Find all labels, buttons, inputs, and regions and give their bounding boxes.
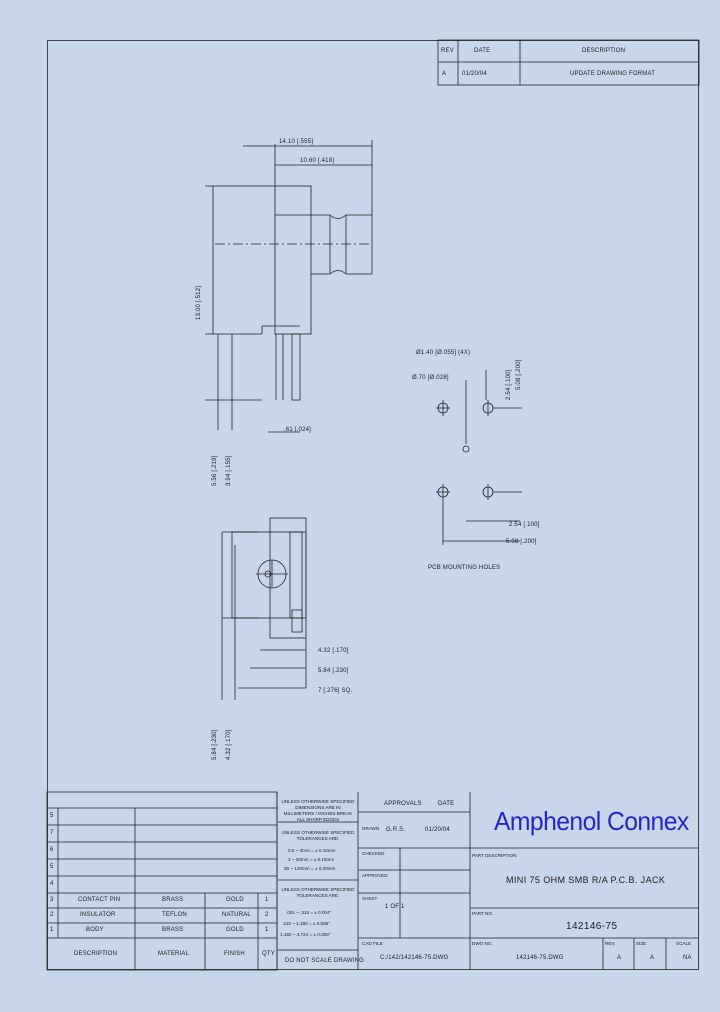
dim-front-2: 5.84 [.230] xyxy=(318,668,349,674)
bom-qty: 2 xyxy=(265,912,269,918)
size-label: SIZE xyxy=(636,941,647,946)
notes-metric-line: 0.5 ~ 3mm = ± 0.10mm xyxy=(288,848,336,853)
scale-value: NA xyxy=(683,955,692,961)
dim-hole-dia-1: Ø1.40 [Ø.055] (4X) xyxy=(416,350,471,356)
bom-qty: 1 xyxy=(265,897,269,903)
checked-label: CHECKED xyxy=(362,851,385,856)
bom-item: 3 xyxy=(50,897,54,903)
bom-header-description: DESCRIPTION xyxy=(74,951,118,957)
rev-date: 01/20/04 xyxy=(462,71,487,77)
rev-header: REV xyxy=(441,48,454,54)
part-description: MINI 75 OHM SMB R/A P.C.B. JACK xyxy=(506,875,666,885)
bom-header-qty: QTY xyxy=(262,951,275,957)
dwg-no: 142146-75.DWG xyxy=(516,955,564,961)
approvals-header: APPROVALS xyxy=(384,801,422,807)
dim-height: 13.00 [.512] xyxy=(196,285,202,320)
bom-item: 5 xyxy=(50,864,54,870)
sheet-value: 1 OF 1 xyxy=(385,904,405,910)
bom-description: BODY xyxy=(86,927,104,933)
bom-item: 7 xyxy=(50,830,54,836)
dim-hole-h1: 2.54 [.100] xyxy=(509,522,540,528)
bom-finish: GOLD xyxy=(226,897,244,903)
dim-front-1: 4.32 [.170] xyxy=(318,648,349,654)
drawn-date: 01/20/04 xyxy=(425,827,450,833)
bom-item: 1 xyxy=(50,927,54,933)
bom-material: BRASS xyxy=(162,897,184,903)
bom-finish: NATURAL xyxy=(222,912,251,918)
dim-hole-dia-2: Ø.70 [Ø.028] xyxy=(412,375,449,381)
bom-description: CONTACT PIN xyxy=(78,897,121,903)
bom-header-material: MATERIAL xyxy=(158,951,190,957)
notes-metric-title: UNLESS OTHERWISE SPECIFIED TOLERANCES AR… xyxy=(281,830,355,841)
description-header: DESCRIPTION xyxy=(582,48,626,54)
dim-pin-a: 5.56 [.219] xyxy=(212,455,218,486)
bom-item: 4 xyxy=(50,881,54,887)
bom-description: INSULATOR xyxy=(80,912,116,918)
rev-value: A xyxy=(442,71,447,77)
rev-label: REV. xyxy=(605,941,616,946)
notes-metric-line: 3 ~ 30mm = ± 0.15mm xyxy=(288,857,335,862)
bom-material: BRASS xyxy=(162,927,184,933)
dim-hole-v2: 5.08 [.200] xyxy=(516,359,522,390)
rev-description: UPDATE DRAWING FORMAT xyxy=(570,71,656,77)
drawn-label: DRAWN xyxy=(362,826,380,831)
scale-label: SCALE xyxy=(676,941,692,946)
drawn-by: G.R.S. xyxy=(386,827,406,833)
bom-item: 5 xyxy=(50,813,54,819)
size-value: A xyxy=(650,955,655,961)
company-logo: Amphenol Connex xyxy=(494,806,689,836)
rev-value: A xyxy=(617,955,622,961)
dim-pin-b: 3.94 [.155] xyxy=(226,455,232,486)
bom-finish: GOLD xyxy=(226,927,244,933)
part-description-label: PART DESCRIPTION xyxy=(472,853,517,858)
bom-qty: 1 xyxy=(265,927,269,933)
notes-inch-line: 1.180 ~ 4.724 = ± 0.008" xyxy=(280,932,331,937)
approved-label: APPROVED xyxy=(362,873,388,878)
bom-item: 6 xyxy=(50,847,54,853)
dim-overall-length: 14.10 [.555] xyxy=(279,139,314,145)
pcb-holes-label: PCB MOUNTING HOLES xyxy=(428,565,501,571)
sheet-label: SHEET xyxy=(362,896,378,901)
drawing-sheet xyxy=(47,40,699,970)
notes-inch-line: .315 ~ 1.180 = ± 0.006" xyxy=(282,921,330,926)
date-header: DATE xyxy=(474,48,491,54)
dim-body-length: 10.60 [.418] xyxy=(300,158,335,164)
dim-hole-h2: 5.08 [.200] xyxy=(506,539,537,545)
dwg-no-label: DWG NO. xyxy=(472,941,493,946)
part-number: 142146-75 xyxy=(566,921,618,932)
dim-front-3: 7 [.276] SQ. xyxy=(318,688,353,694)
do-not-scale: DO NOT SCALE DRAWING xyxy=(285,958,365,964)
cad-file-label: CAD FILE xyxy=(362,941,383,946)
part-no-label: PART NO. xyxy=(472,911,494,916)
bom-header-finish: FINISH xyxy=(224,951,245,957)
dim-pin-dia: .61 [.024] xyxy=(284,427,312,433)
approvals-date-header: DATE xyxy=(438,801,455,807)
dim-front-v2: 4.32 [.170] xyxy=(226,729,232,760)
notes-units: UNLESS OTHERWISE SPECIFIED DIMENSIONS AR… xyxy=(281,799,355,822)
bom-item: 2 xyxy=(50,912,54,918)
cad-file-value: C:/142/142146-75.DWG xyxy=(380,955,449,961)
dim-front-v1: 5.84 [.230] xyxy=(212,729,218,760)
dim-hole-v1: 2.54 [.100] xyxy=(506,369,512,400)
notes-inch-title: UNLESS OTHERWISE SPECIFIED TOLERANCES AR… xyxy=(281,887,355,898)
bom-material: TEFLON xyxy=(162,912,187,918)
notes-metric-line: 30 ~ 120mm = ± 0.20mm xyxy=(284,866,336,871)
notes-inch-line: .001 ~ .315 = ± 0.004" xyxy=(286,910,332,915)
